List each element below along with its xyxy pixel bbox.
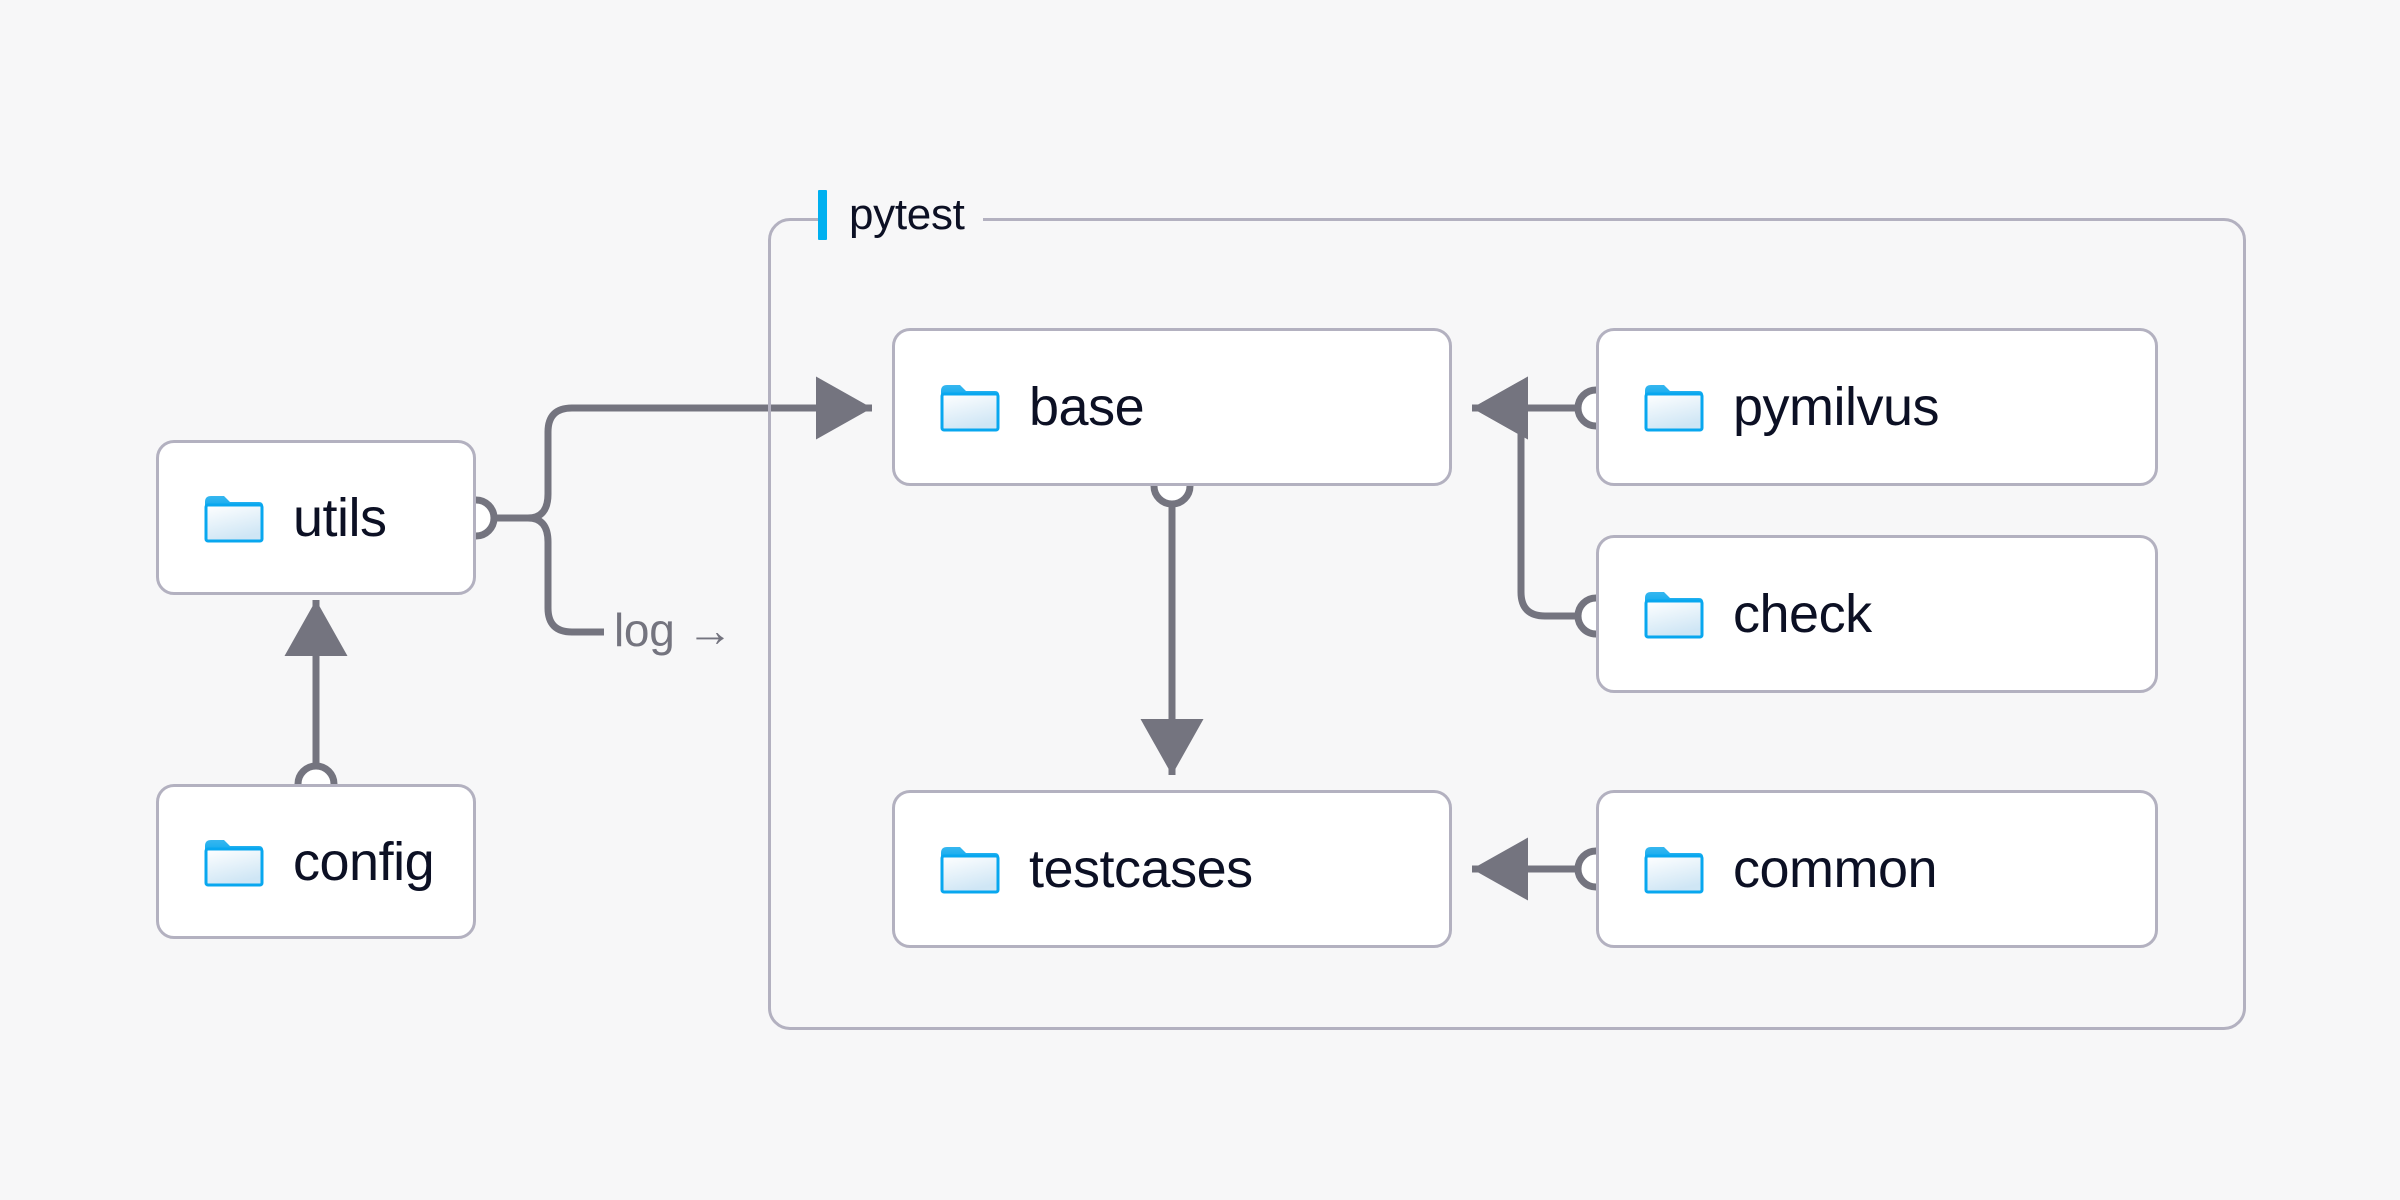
edge-label-log: log → [604,603,743,657]
edge-config-to-utils [284,600,348,806]
node-check[interactable]: check [1596,535,2158,693]
node-base[interactable]: base [892,328,1452,486]
node-label: pymilvus [1733,377,1940,437]
edge-label-log-text: log [614,604,675,656]
folder-icon [1643,381,1705,433]
folder-icon [939,381,1001,433]
node-label: base [1029,377,1145,437]
group-pytest-title: pytest [818,190,983,240]
folder-icon [1643,843,1705,895]
group-accent-bar [818,190,827,240]
arrow-right-icon: → [686,604,733,656]
group-pytest[interactable] [768,218,2246,1030]
node-config[interactable]: config [156,784,476,939]
node-common[interactable]: common [1596,790,2158,948]
node-pymilvus[interactable]: pymilvus [1596,328,2158,486]
folder-icon [1643,588,1705,640]
folder-icon [203,492,265,544]
node-label: check [1733,584,1872,644]
node-label: config [293,831,435,892]
node-label: common [1733,839,1938,899]
node-testcases[interactable]: testcases [892,790,1452,948]
node-label: testcases [1029,839,1253,899]
folder-icon [939,843,1001,895]
group-title-label: pytest [849,190,965,239]
node-utils[interactable]: utils [156,440,476,595]
node-label: utils [293,487,387,548]
folder-icon [203,836,265,888]
